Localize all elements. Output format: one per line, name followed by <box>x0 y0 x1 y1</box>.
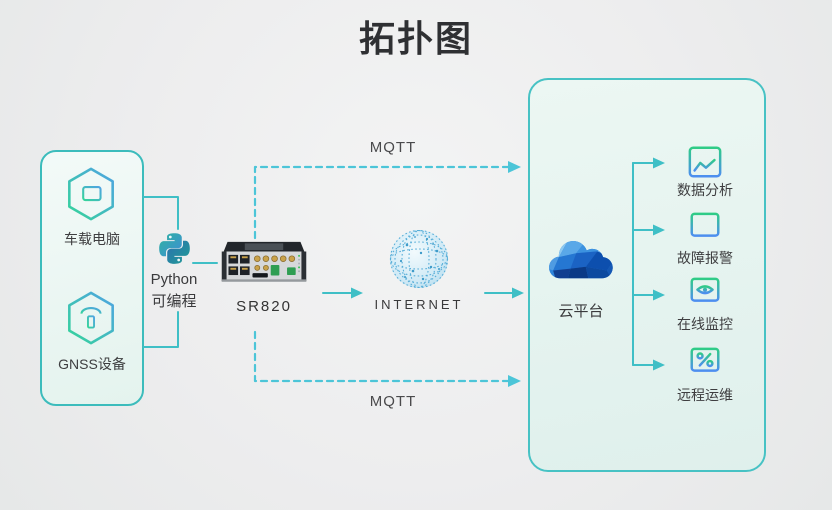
mqtt-bottom-label: MQTT <box>369 393 417 410</box>
connector-gnss-to-python <box>143 311 179 348</box>
python-label-line1: Python <box>150 271 198 288</box>
vehicle-computer-hexagon-icon <box>65 166 117 222</box>
vehicle-computer-label: 车载电脑 <box>64 231 120 247</box>
low-poly-cloud-icon <box>547 236 615 284</box>
dashed-mqtt-bottom-line <box>253 330 511 383</box>
page-title: 拓扑图 <box>358 18 473 59</box>
analytics-chart-icon <box>686 144 724 180</box>
gnss-antenna-hexagon-icon <box>65 290 117 346</box>
globe-icon <box>387 227 451 291</box>
internet-label: INTERNET <box>374 297 464 312</box>
online-monitoring-eye-icon <box>686 276 724 312</box>
dashed-mqtt-top-line <box>253 165 511 240</box>
fault-alarm-monitor-icon <box>686 211 724 247</box>
service-label-online-monitoring: 在线监控 <box>677 316 733 332</box>
mqtt-top-label: MQTT <box>369 139 417 156</box>
service-label-remote-ops: 远程运维 <box>677 387 733 403</box>
connector-vehicle-to-python <box>143 196 179 230</box>
devices-group-box <box>40 150 144 406</box>
service-label-data-analysis: 数据分析 <box>677 182 733 198</box>
service-label-fault-alarm: 故障报警 <box>677 250 733 266</box>
router-label: SR820 <box>236 298 292 315</box>
remote-ops-percent-icon <box>686 346 724 382</box>
industrial-router-icon <box>216 240 312 288</box>
python-label-line2: 可编程 <box>151 293 197 310</box>
python-logo-icon <box>156 231 193 266</box>
cloud-platform-label: 云平台 <box>558 303 604 320</box>
gnss-device-label: GNSS设备 <box>58 356 126 372</box>
